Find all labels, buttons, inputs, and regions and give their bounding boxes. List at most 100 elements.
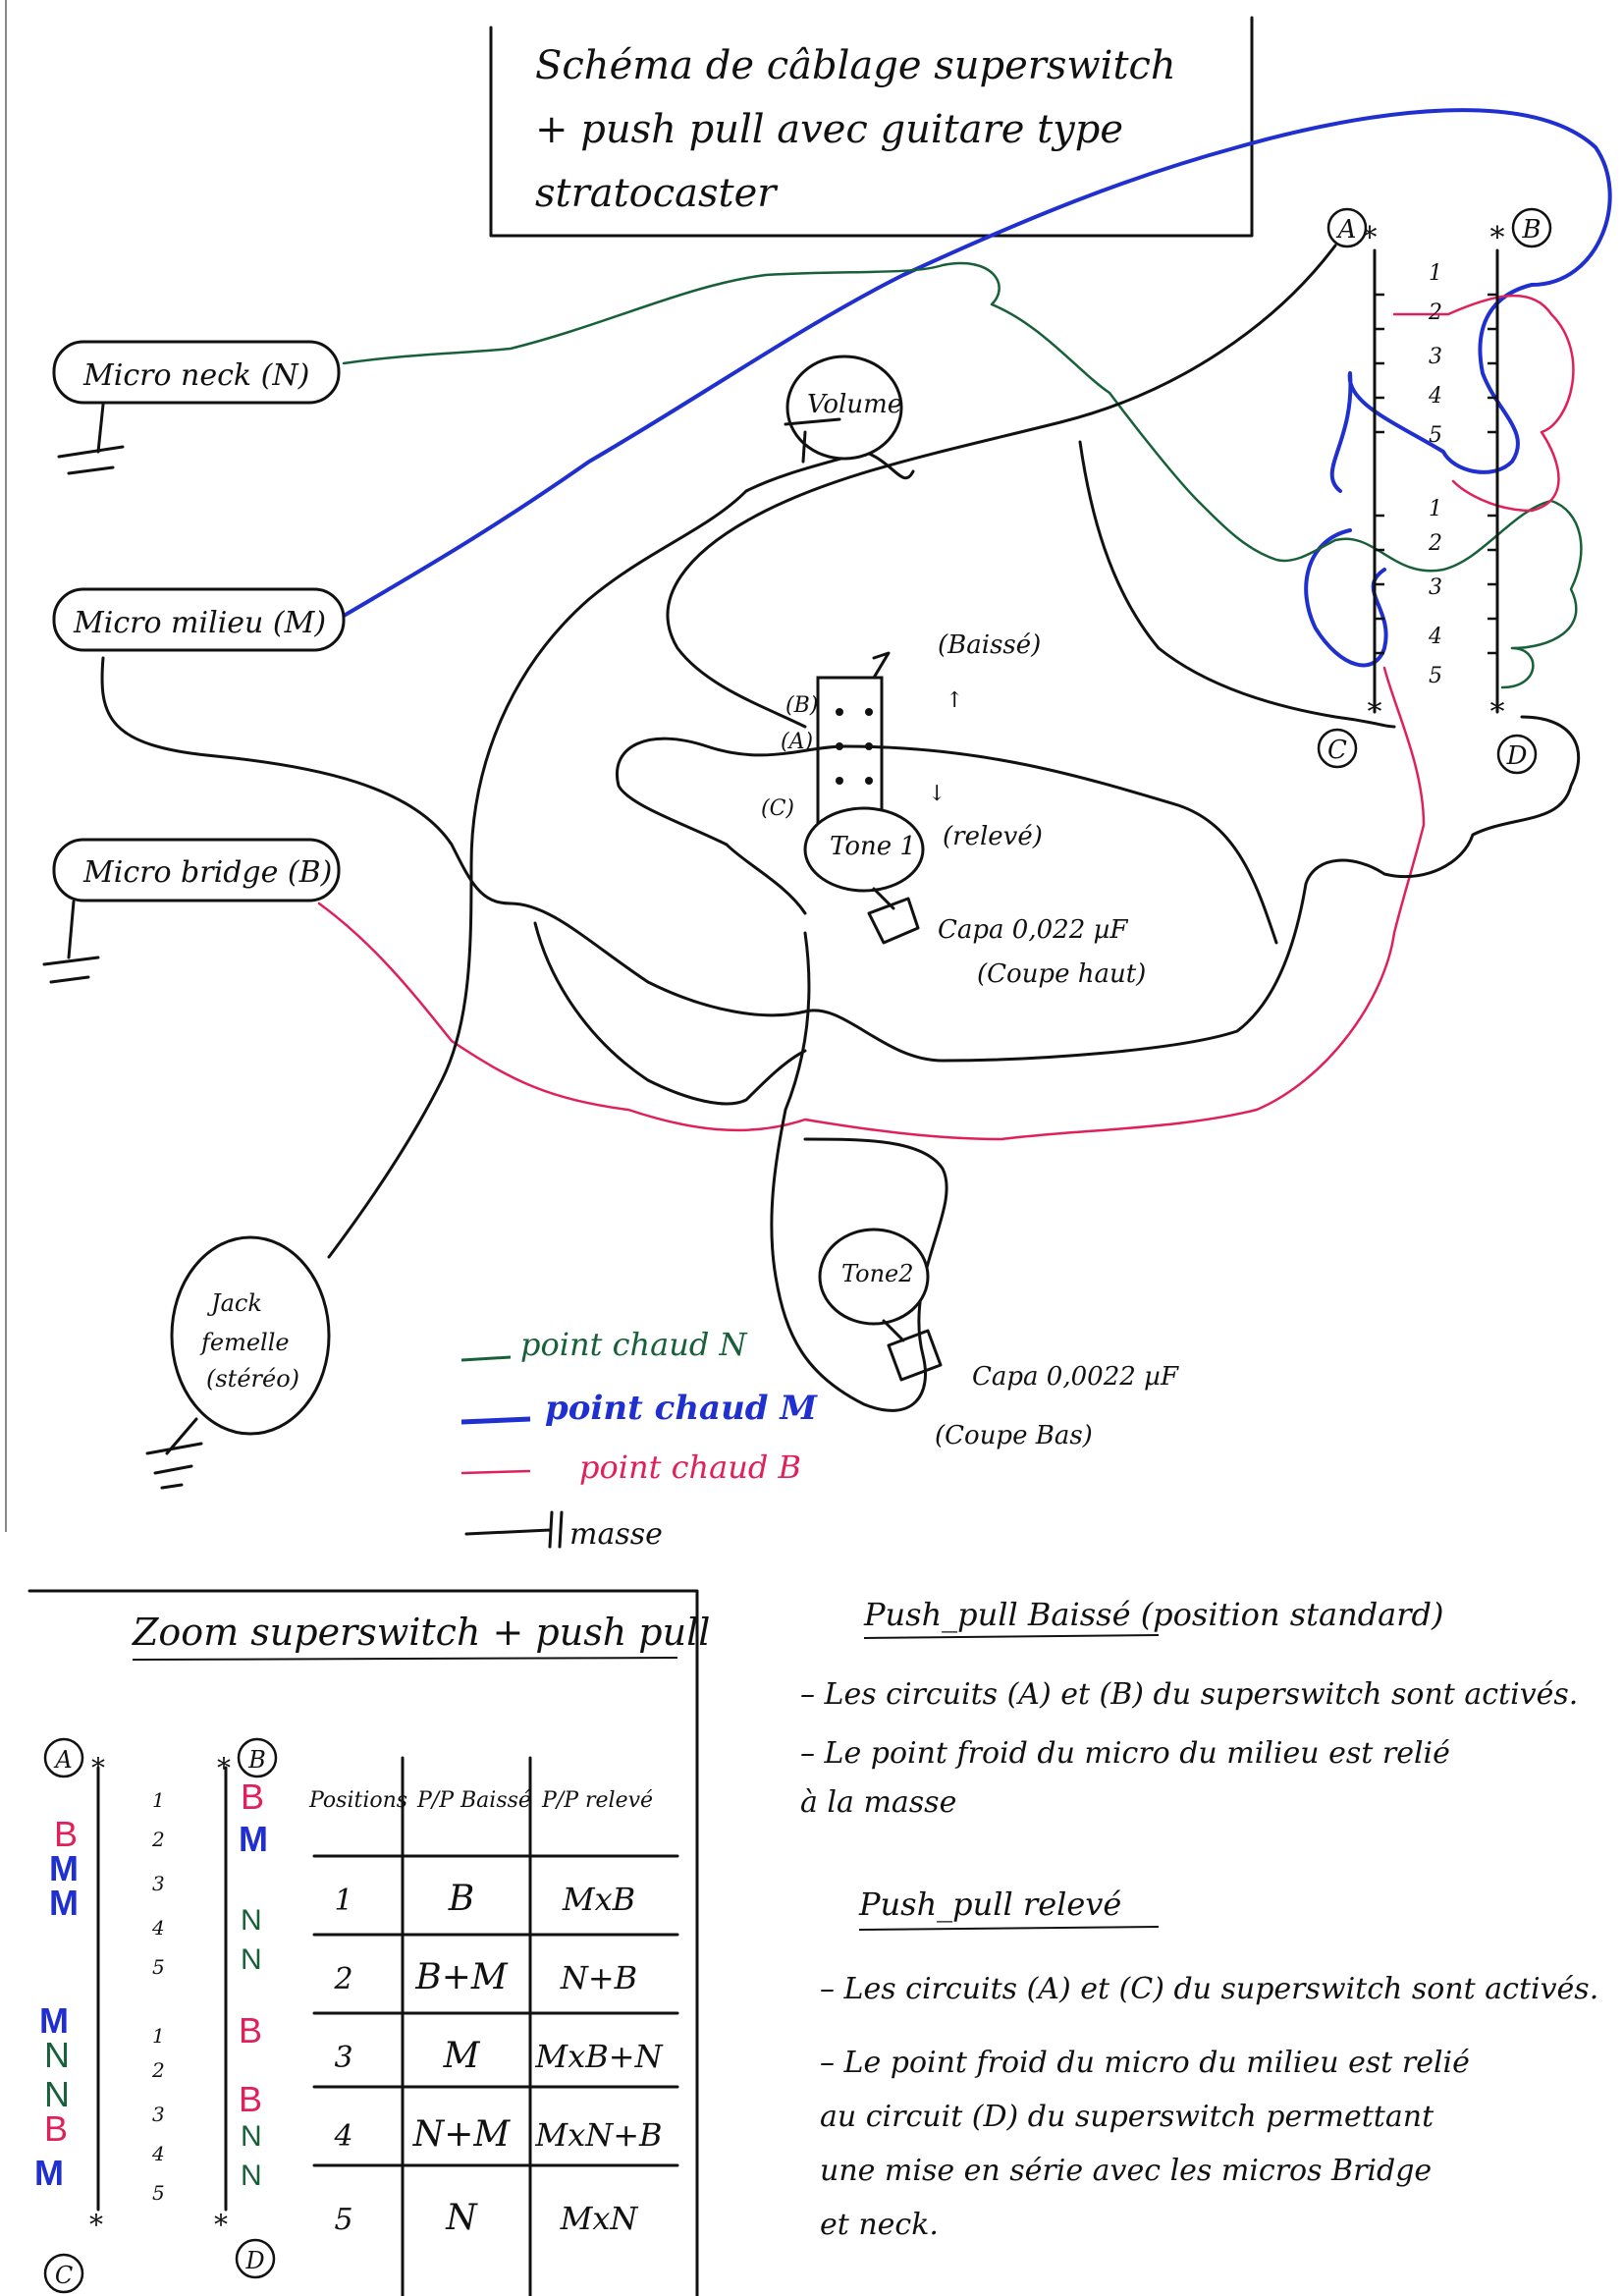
zl-l-3: N xyxy=(44,2074,70,2114)
arrow-up-icon: ↑ xyxy=(946,688,963,713)
table-cell: MxN xyxy=(560,2200,639,2237)
cap2-line-2: (Coupe Bas) xyxy=(935,1421,1093,1450)
table-cell: N+B xyxy=(560,1959,637,1996)
sw-upper-4: 4 xyxy=(1428,384,1442,409)
sw-lower-3: 3 xyxy=(1429,575,1442,600)
table-cell: M xyxy=(443,2036,481,2076)
note-up-title: Push_pull relevé xyxy=(858,1886,1121,1923)
table-cell: N xyxy=(445,2198,478,2238)
title-box: Schéma de câblage superswitch + push pul… xyxy=(489,16,1254,238)
zoom-x-c: * xyxy=(89,2209,103,2241)
zsw-u-1: 1 xyxy=(152,1788,165,1812)
switch-x-c: * xyxy=(1368,695,1382,730)
wire-black-loop-3 xyxy=(616,737,1278,1112)
table-cell: 1 xyxy=(334,1884,352,1918)
zoom-label-d: D xyxy=(244,2247,264,2274)
zoom-title: Zoom superswitch + push pull xyxy=(132,1611,710,1654)
sw-lower-1: 1 xyxy=(1429,497,1442,521)
notes: Push_pull Baissé (position standard) – L… xyxy=(800,1596,1598,2242)
switch-label-b: B xyxy=(1521,215,1541,245)
cap2-line-1: Capa 0,0022 µF xyxy=(972,1362,1179,1392)
note-up-1: – Les circuits (A) et (C) du superswitch… xyxy=(820,1972,1598,2006)
tone1-pot: Tone 1 Capa 0,022 µF (Coupe haut) xyxy=(803,806,1146,989)
table-cell: MxB xyxy=(562,1881,635,1918)
zsw-u-5: 5 xyxy=(152,1955,165,1979)
wire-black-loop-1 xyxy=(666,244,1337,729)
zoom-label-b: B xyxy=(247,1746,266,1774)
sw-upper-1: 1 xyxy=(1429,261,1442,286)
zl-l-1: M xyxy=(39,2000,69,2041)
tone1-label: Tone 1 xyxy=(830,832,916,861)
jack-line-2: femelle xyxy=(199,1329,290,1356)
title-line-2: + push pull avec guitare type xyxy=(535,107,1123,152)
switch-label-c: C xyxy=(1327,736,1347,765)
tone2-pot: Tone2 Capa 0,0022 µF (Coupe Bas) xyxy=(818,1228,1179,1450)
legend-ground: masse xyxy=(569,1517,663,1552)
table-cell: 4 xyxy=(333,2119,352,2154)
zsw-l-5: 5 xyxy=(152,2181,165,2205)
jack-line-3: (stéréo) xyxy=(206,1365,299,1393)
pickup-neck: Micro neck (N) xyxy=(52,340,341,475)
superswitch: * * * * A B C D 1 2 3 4 5 1 2 3 4 5 xyxy=(1317,207,1552,775)
wire-green xyxy=(342,261,1583,689)
title-line-3: stratocaster xyxy=(535,171,779,216)
pp-state-down: (Baissé) xyxy=(938,630,1041,660)
volume-label: Volume xyxy=(807,390,902,419)
zr-u-3: N xyxy=(241,1904,262,1937)
sw-upper-2: 2 xyxy=(1428,301,1442,325)
cap1-line-1: Capa 0,022 µF xyxy=(938,915,1128,945)
table-cell: 2 xyxy=(333,1962,352,1996)
th-down: P/P Baissé xyxy=(416,1788,531,1813)
table-cell: B xyxy=(448,1879,474,1919)
table-cell: N+M xyxy=(412,2114,512,2155)
zl-l-5: M xyxy=(34,2153,64,2193)
sw-lower-2: 2 xyxy=(1428,531,1442,556)
zr-u-2: M xyxy=(239,1819,268,1859)
zr-l-3: N xyxy=(241,2120,262,2153)
zsw-u-3: 3 xyxy=(152,1872,165,1895)
push-pull-switch: (B) (A) (C) (Baissé) ↑ ↓ (relevé) xyxy=(761,630,1043,851)
zr-u-4: N xyxy=(241,1943,262,1976)
wire-black-main xyxy=(100,656,1581,1063)
arrow-down-icon: ↓ xyxy=(928,782,946,806)
cap1-line-2: (Coupe haut) xyxy=(977,959,1146,989)
pp-label-a: (A) xyxy=(781,730,813,754)
zoom-section: Zoom superswitch + push pull A B C D * *… xyxy=(27,1589,710,2296)
zr-l-4: N xyxy=(241,2159,262,2192)
legend-green: point chaud N xyxy=(520,1326,748,1363)
positions-table: Positions P/P Baissé P/P relevé xyxy=(308,1756,679,2296)
zl-l-2: N xyxy=(44,2035,70,2075)
zoom-label-c: C xyxy=(55,2262,73,2289)
pickup-middle: Micro milieu (M) xyxy=(52,587,346,652)
note-down-1: – Les circuits (A) et (B) du superswitch… xyxy=(800,1677,1578,1712)
zl-u-1: B xyxy=(54,1814,78,1854)
table-cell: B+M xyxy=(414,1957,509,1997)
note-up-5: et neck. xyxy=(820,2208,939,2242)
zsw-l-4: 4 xyxy=(151,2142,165,2165)
zsw-l-3: 3 xyxy=(152,2103,165,2126)
zl-l-4: B xyxy=(44,2108,68,2149)
switch-label-a: A xyxy=(1336,215,1357,245)
tone2-label: Tone2 xyxy=(841,1260,914,1287)
jack: Jack femelle (stéréo) xyxy=(145,1235,331,1490)
title-line-1: Schéma de câblage superswitch xyxy=(535,43,1176,88)
pp-label-b: (B) xyxy=(785,693,818,718)
sw-lower-5: 5 xyxy=(1429,664,1442,688)
pp-state-up: (relevé) xyxy=(943,822,1043,851)
table-cell: 5 xyxy=(334,2203,352,2237)
switch-x-b: * xyxy=(1490,221,1505,255)
pickup-bridge: Micro bridge (B) xyxy=(42,838,341,984)
th-positions: Positions xyxy=(308,1788,407,1813)
table-cell: 3 xyxy=(334,2041,352,2075)
wire-black-loop-4 xyxy=(1078,440,1396,729)
zoom-x-d: * xyxy=(214,2209,228,2241)
zr-l-1: B xyxy=(239,2010,262,2050)
zr-u-1: B xyxy=(241,1777,264,1817)
legend: point chaud N point chaud M point chaud … xyxy=(460,1326,818,1552)
th-up: P/P relevé xyxy=(541,1788,653,1813)
zsw-l-1: 1 xyxy=(152,2024,165,2048)
switch-label-d: D xyxy=(1506,741,1528,771)
wire-black-loop-5 xyxy=(533,921,807,1106)
note-down-3: à la masse xyxy=(800,1785,956,1820)
